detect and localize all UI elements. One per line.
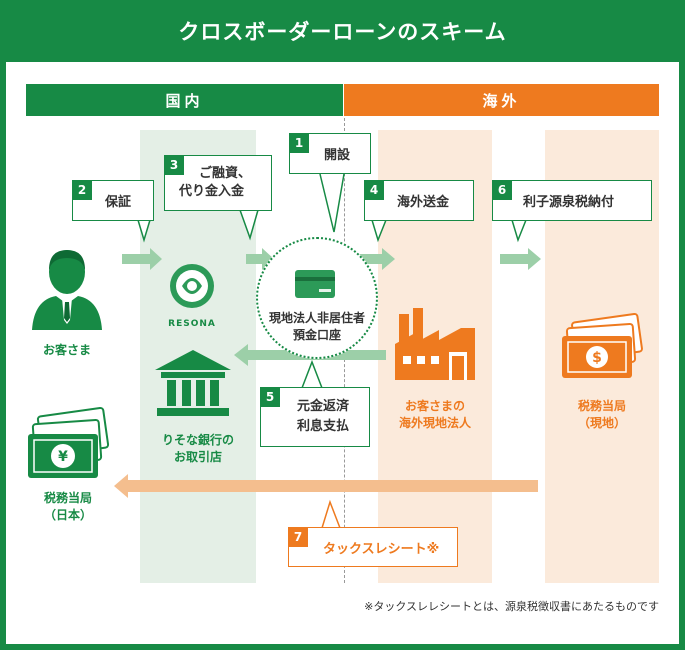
bank-label-1: りそな銀行の <box>161 433 234 447</box>
overseas-sub-label-1: お客さまの <box>404 399 465 413</box>
resona-logo-text: RESONA <box>168 319 216 329</box>
factory-icon <box>395 308 475 380</box>
bank-label-2: お取引店 <box>173 450 222 464</box>
card-icon <box>295 270 335 298</box>
tax-local-label-2: （現地） <box>577 416 626 430</box>
tax-japan-label-2: （日本） <box>43 508 92 522</box>
step-remit-callout: 海外送金 <box>364 180 474 221</box>
arrow-tax-payment <box>500 248 541 270</box>
step-loan-callout: ご融資、 代り金入金 <box>164 155 272 211</box>
customer-label: お客さま <box>42 343 91 357</box>
page-title: クロスボーダーローンのスキーム <box>178 20 507 44</box>
step-repayment-label-1: 元金返済 <box>297 399 350 414</box>
money-dollar-icon: $ <box>562 312 643 378</box>
step-5-badge: 5 <box>260 387 280 407</box>
step-loan-label-1: ご融資、 <box>199 166 252 181</box>
step-guarantee-label: 保証 <box>105 195 132 210</box>
step-tax-payment-label: 利子源泉税納付 <box>523 195 615 210</box>
overseas-sub-label-2: 海外現地法人 <box>398 416 471 430</box>
arrow-remit <box>355 248 395 270</box>
region-domestic: 国内 <box>26 84 343 116</box>
step-repayment-label-2: 利息支払 <box>297 419 350 434</box>
arrow-tax-receipt <box>114 474 538 498</box>
step-7-badge: 7 <box>288 527 308 547</box>
step-repayment-callout: 元金返済 利息支払 <box>260 387 370 447</box>
step-tax-receipt-label: タックスレシート※ <box>323 541 440 557</box>
tax-japan-label-1: 税務当局 <box>43 491 92 505</box>
step-2-badge: 2 <box>72 180 92 200</box>
step-3-badge: 3 <box>164 155 184 175</box>
money-yen-icon: ¥ <box>28 406 110 478</box>
account-label-2: 預金口座 <box>292 328 341 342</box>
person-icon <box>32 250 102 330</box>
bank-building-icon <box>155 350 231 416</box>
resona-logo-icon <box>170 264 214 308</box>
step-loan-label-2: 代り金入金 <box>179 184 245 199</box>
step-tax-payment-callout: 利子源泉税納付 <box>492 180 652 221</box>
step-6-badge: 6 <box>492 180 512 200</box>
step-1-badge: 1 <box>289 133 309 153</box>
svg-text:$: $ <box>592 350 602 366</box>
region-overseas: 海外 <box>344 84 659 116</box>
step-remit-label: 海外送金 <box>397 195 450 210</box>
footnote: ※タックスレレシートとは、源泉税徴収書にあたるものです <box>364 600 659 613</box>
account-label-1: 現地法人非居住者 <box>268 311 365 325</box>
arrow-guarantee <box>122 248 162 270</box>
step-open-label: 開設 <box>324 148 351 163</box>
step-4-badge: 4 <box>364 180 384 200</box>
svg-text:¥: ¥ <box>58 449 68 465</box>
step-tax-receipt-callout: タックスレシート※ <box>288 527 458 567</box>
tax-local-label-1: 税務当局 <box>577 399 626 413</box>
